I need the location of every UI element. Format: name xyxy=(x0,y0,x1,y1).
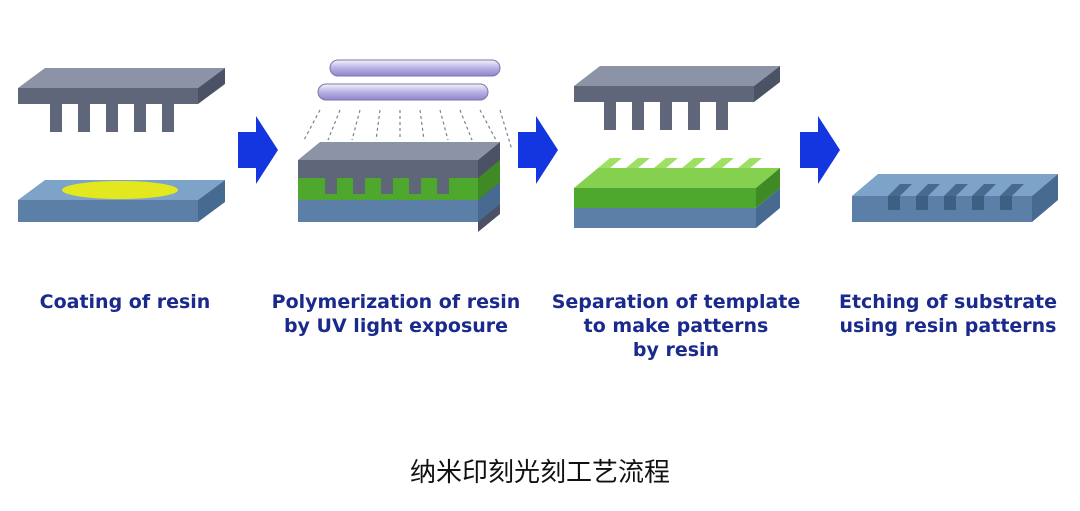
template-mold xyxy=(574,66,780,130)
step-1-label: Coating of resin xyxy=(39,291,211,313)
substrate xyxy=(18,180,225,222)
step-1-illustration xyxy=(18,68,225,222)
step-2-label: Polymerization of resin by UV light expo… xyxy=(271,291,521,337)
uv-lamp-icon xyxy=(317,59,501,101)
resin-blob xyxy=(62,181,178,199)
step-4-label: Etching of substrate using resin pattern… xyxy=(838,291,1058,337)
uv-rays xyxy=(303,109,513,151)
figure-caption: 纳米印刻光刻工艺流程 xyxy=(409,458,670,488)
arrow-right-icon xyxy=(800,116,840,184)
step-2-illustration xyxy=(298,59,513,232)
step-4-illustration xyxy=(852,174,1058,222)
step-3-label: Separation of template to make patterns … xyxy=(551,291,801,361)
stacked-assembly xyxy=(298,142,500,232)
patterned-resin-on-substrate xyxy=(574,158,780,228)
step-3-illustration xyxy=(574,66,780,228)
arrow-right-icon xyxy=(238,116,278,184)
arrow-right-icon xyxy=(518,116,558,184)
template-mold xyxy=(18,68,225,132)
